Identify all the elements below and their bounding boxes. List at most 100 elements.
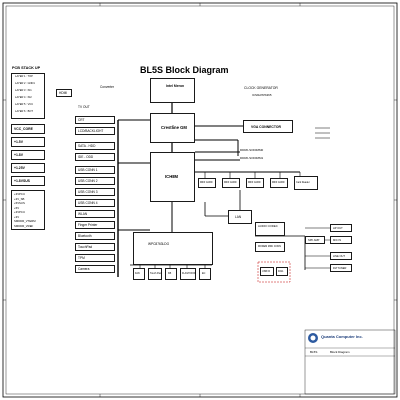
- lcd-block: LCD/BACKLIGHT: [75, 127, 115, 135]
- audio-codec-label: AUDIO CODEC: [258, 224, 278, 228]
- usb-conn-3: USB CONN 3: [75, 188, 115, 196]
- power-rail-vcc-core: VCC_CORE: [11, 124, 45, 134]
- usb-conn-label: USB CONN 4: [78, 201, 98, 205]
- power-rail-label: VCC_CORE: [14, 127, 33, 131]
- power-rail-label: +1.5V: [14, 140, 23, 144]
- kb-item-kb: KB: [165, 268, 177, 280]
- clock-gen-sub: ICS9LPRS365: [252, 93, 272, 97]
- power-rail-1v8: +1.8V: [11, 150, 45, 160]
- fm-tuner-block: FM TUNER: [330, 264, 352, 272]
- power-list-item: +5V: [14, 205, 20, 210]
- ide-label: IDE - ODD: [78, 155, 94, 159]
- ich8m-label: ICH8M: [165, 174, 179, 179]
- kb-item-label: KB: [168, 272, 172, 275]
- minicard-label: MINI CARD: [200, 181, 213, 184]
- diagram-title: BL5S Block Diagram: [140, 65, 229, 75]
- power-rail-1v25: +1.25V: [11, 163, 45, 173]
- hdmi-label: HDMI: [59, 91, 68, 95]
- crestline-label: Crestline GM: [161, 125, 187, 130]
- bluetooth-label: Bluetooth: [78, 234, 92, 238]
- project-name: BL5S: [310, 350, 318, 354]
- lan-label: LAN: [235, 215, 242, 219]
- ddr-label-1: DDRII-SODIMM0: [240, 148, 264, 152]
- minicard-label: MINI CARD: [272, 181, 285, 184]
- pcb-layer: LAYER 5 : VCC: [15, 103, 34, 106]
- tpm-block: TPM: [75, 254, 115, 262]
- card-reader-label: Card Reader: [296, 181, 310, 184]
- mic-in-block: MIC IN: [330, 236, 352, 244]
- camera-label: Camera: [78, 267, 90, 271]
- usb-conn-label: USB CONN 2: [78, 179, 98, 183]
- minicard-4: MINI CARD: [270, 178, 288, 188]
- hdmi-block: HDMI: [56, 89, 72, 97]
- bluetooth-block: Bluetooth: [75, 232, 115, 240]
- crestline-block: Crestline GM: [150, 113, 195, 143]
- tpm-label: TPM: [78, 256, 85, 260]
- kb-item-ec: EC: [199, 268, 211, 280]
- pcb-layer: LAYER 6 : BOT: [15, 110, 33, 113]
- usb-io-label: USB IO: [262, 270, 271, 273]
- line-out-label: LINE OUT: [333, 254, 345, 258]
- wlan-label: WLAN: [78, 212, 88, 216]
- kb-item-label: EC: [202, 272, 206, 275]
- power-list-item: +3VPCU: [14, 210, 25, 214]
- minicard-label: MINI CARD: [248, 181, 261, 184]
- lan-block: LAN: [228, 210, 252, 224]
- usb-conn-1: USB CONN 1: [75, 166, 115, 174]
- power-rail-label: +1.25V: [14, 166, 25, 170]
- ich8m-block: ICH8M: [150, 152, 195, 202]
- power-list-item: +3V: [14, 214, 20, 219]
- kb-item-label: Touch Pad: [150, 272, 162, 275]
- sata-block: SATA - HDD: [75, 142, 115, 150]
- power-list-item: +3V_SB: [14, 196, 25, 201]
- wlan-block: WLAN: [75, 210, 115, 218]
- pcb-layer: LAYER 2 : GND1: [15, 82, 35, 85]
- usb-conn-label: USB CONN 1: [78, 168, 98, 172]
- card-reader-block: Card Reader: [294, 176, 318, 190]
- vga-block: VGA CONNECTOR: [243, 120, 293, 133]
- vga-label: VGA CONNECTOR: [251, 124, 281, 129]
- converter-label: Converter: [100, 85, 114, 89]
- pcb-stack-box: LAYER 1 : TOP LAYER 2 : GND1 LAYER 3 : I…: [11, 73, 45, 119]
- usb-conn-2: USB CONN 2: [75, 177, 115, 185]
- power-list-item: SMDDR_VTERM: [14, 219, 36, 223]
- pcb-layer: LAYER 3 : IN1: [15, 89, 32, 92]
- rj11-block: RJ11: [276, 267, 288, 276]
- sata-label: SATA - HDD: [78, 144, 96, 148]
- cpu-label: Intel Meron: [166, 84, 185, 88]
- touchpad-label: TouchPad: [78, 245, 93, 249]
- kb-item-fan: FAN: [133, 268, 145, 280]
- clock-gen-label: CLOCK GENERATOR: [244, 86, 278, 90]
- finger-block: Finger Printer: [75, 221, 115, 229]
- fm-tuner-label: FM TUNER: [333, 266, 347, 270]
- minicard-3: MINI CARD: [246, 178, 264, 188]
- camera-block: Camera: [75, 265, 115, 273]
- kbc-block: WPC8763LDG: [133, 232, 213, 265]
- ide-block: IDE - ODD: [75, 153, 115, 161]
- hp-out-block: HP OUT: [330, 224, 352, 232]
- rj11-label: RJ11: [278, 270, 284, 273]
- pcb-layer: LAYER 1 : TOP: [15, 75, 33, 78]
- power-rail-label: +1.8V: [14, 153, 23, 157]
- kb-item-flash: FLASH ROM: [180, 268, 196, 280]
- doc-name: Block Diagram: [330, 350, 350, 354]
- crt-label: CRT: [78, 118, 85, 122]
- line-out-block: LINE OUT: [330, 252, 352, 260]
- power-list-item: +5VSUS: [14, 201, 25, 205]
- minicard-1: MINI CARD: [198, 178, 216, 188]
- kb-item-touchpad: Touch Pad: [148, 268, 162, 280]
- modem-label: MODEM MDC CONN: [258, 245, 281, 248]
- usb-conn-label: USB CONN 3: [78, 190, 98, 194]
- kb-item-label: FLASH ROM: [182, 272, 196, 275]
- power-rail-1v5: +1.5V: [11, 137, 45, 147]
- mic-in-label: MIC IN: [333, 238, 342, 242]
- lcd-label: LCD/BACKLIGHT: [78, 129, 104, 133]
- power-list-item: SMDDR_VREF: [14, 223, 34, 228]
- usb-conn-4: USB CONN 4: [75, 199, 115, 207]
- crt-block: CRT: [75, 116, 115, 124]
- modem-block: MODEM MDC CONN: [255, 242, 285, 252]
- usb-io-block: USB IO: [260, 267, 274, 276]
- kbc-label: WPC8763LDG: [148, 242, 170, 246]
- minicard-2: MINI CARD: [222, 178, 240, 188]
